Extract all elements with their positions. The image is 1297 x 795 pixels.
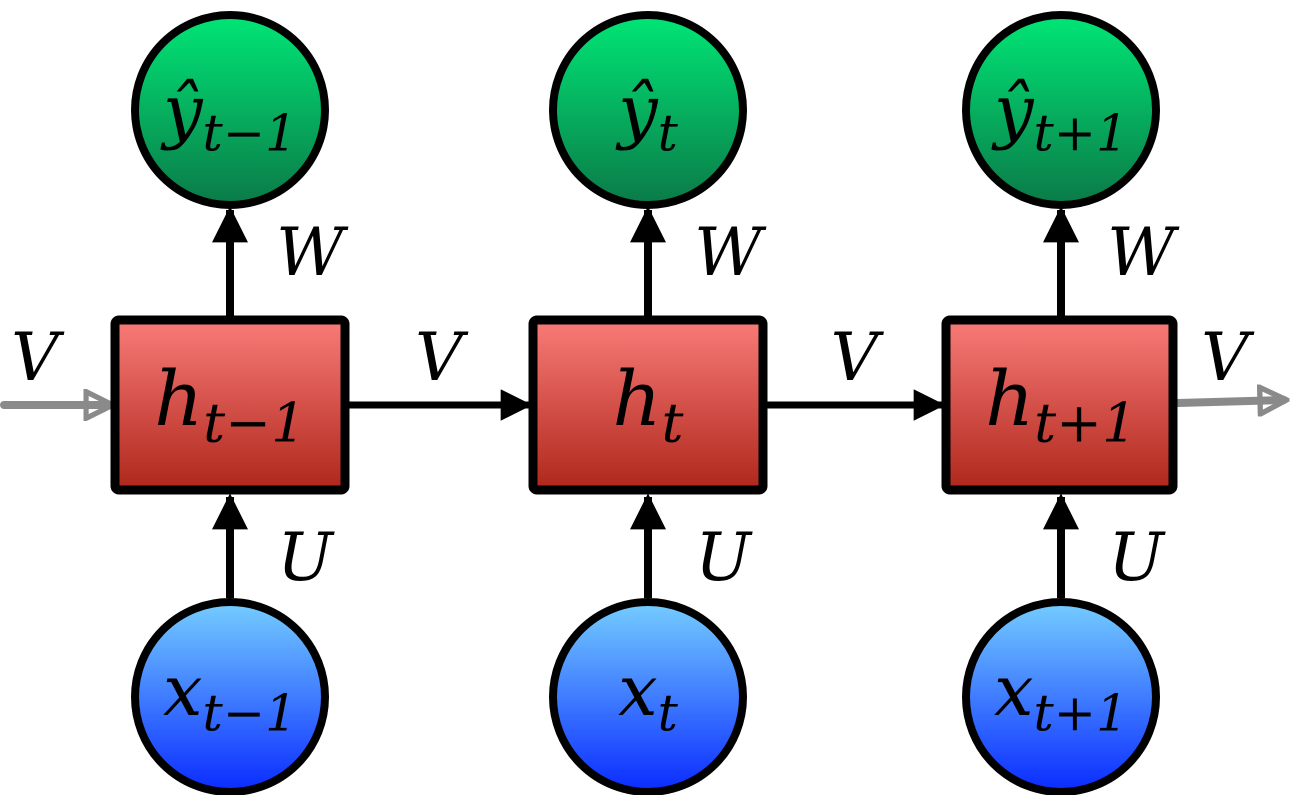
recurrent-weight-label-symbol: V — [415, 319, 469, 396]
hidden-state-label-symbol: h — [154, 354, 203, 443]
output-node-label-symbol: ŷ — [991, 70, 1035, 152]
output-node-label: ŷt−1 — [160, 70, 297, 162]
input-weight-label: U — [1108, 519, 1166, 596]
incoming-recurrent-weight-label: V — [11, 319, 65, 396]
output-node-label-symbol: ŷ — [160, 70, 204, 152]
output-weight-label: W — [276, 214, 349, 291]
output-weight-label: W — [694, 214, 767, 291]
recurrent-weight-label: V — [415, 319, 469, 396]
hidden-state-label: ht — [613, 354, 685, 455]
input-node-label-subscript: t+1 — [1033, 683, 1128, 742]
output-node-label-subscript: t+1 — [1034, 103, 1129, 162]
output-node-label: ŷt+1 — [991, 70, 1128, 162]
input-node-label-symbol: x — [618, 650, 657, 732]
hidden-state-label: ht−1 — [154, 354, 306, 455]
output-node-label-symbol: ŷ — [615, 70, 659, 152]
input-weight-label: U — [277, 519, 335, 596]
hidden-state-node-1 — [528, 315, 768, 495]
output-weight-label-symbol: W — [276, 214, 349, 291]
input-node-label-symbol: x — [994, 650, 1033, 732]
output-node-label-subscript: t — [658, 103, 679, 162]
output-node-label-subscript: t−1 — [203, 103, 298, 162]
input-weight-label: U — [695, 519, 753, 596]
input-node-1 — [549, 598, 747, 795]
input-weight-label-symbol: U — [695, 519, 753, 596]
output-node-label: ŷt — [615, 70, 679, 162]
recurrent-weight-label: V — [831, 319, 885, 396]
input-node-0 — [131, 598, 329, 795]
input-weight-label-symbol: U — [277, 519, 335, 596]
output-weight-label-symbol: W — [694, 214, 767, 291]
outgoing-recurrent-arrow — [1174, 400, 1284, 403]
outgoing-recurrent-weight-label-symbol: V — [1201, 319, 1255, 396]
output-weight-label: W — [1107, 214, 1180, 291]
output-node-1 — [549, 11, 747, 209]
hidden-state-label: ht+1 — [985, 354, 1137, 455]
outgoing-recurrent-weight-label: V — [1201, 319, 1255, 396]
hidden-state-label-symbol: h — [985, 354, 1034, 443]
input-node-label-subscript: t−1 — [202, 683, 297, 742]
incoming-recurrent-weight-label-symbol: V — [11, 319, 65, 396]
input-node-2 — [962, 598, 1160, 795]
input-weight-label-symbol: U — [1108, 519, 1166, 596]
output-node-0 — [131, 11, 329, 209]
input-node-label: xt−1 — [163, 650, 297, 742]
output-node-2 — [962, 11, 1160, 209]
hidden-state-node-0 — [110, 315, 350, 495]
hidden-state-label-symbol: h — [613, 354, 662, 443]
input-node-label-subscript: t — [658, 683, 679, 742]
hidden-state-label-subscript: t — [661, 391, 684, 455]
input-node-label-symbol: x — [163, 650, 202, 732]
input-node-label: xt — [618, 650, 678, 742]
hidden-state-label-subscript: t+1 — [1034, 391, 1137, 455]
input-node-label: xt+1 — [994, 650, 1128, 742]
output-weight-label-symbol: W — [1107, 214, 1180, 291]
recurrent-weight-label-symbol: V — [831, 319, 885, 396]
hidden-state-label-subscript: t−1 — [203, 391, 306, 455]
hidden-state-node-2 — [941, 315, 1178, 495]
